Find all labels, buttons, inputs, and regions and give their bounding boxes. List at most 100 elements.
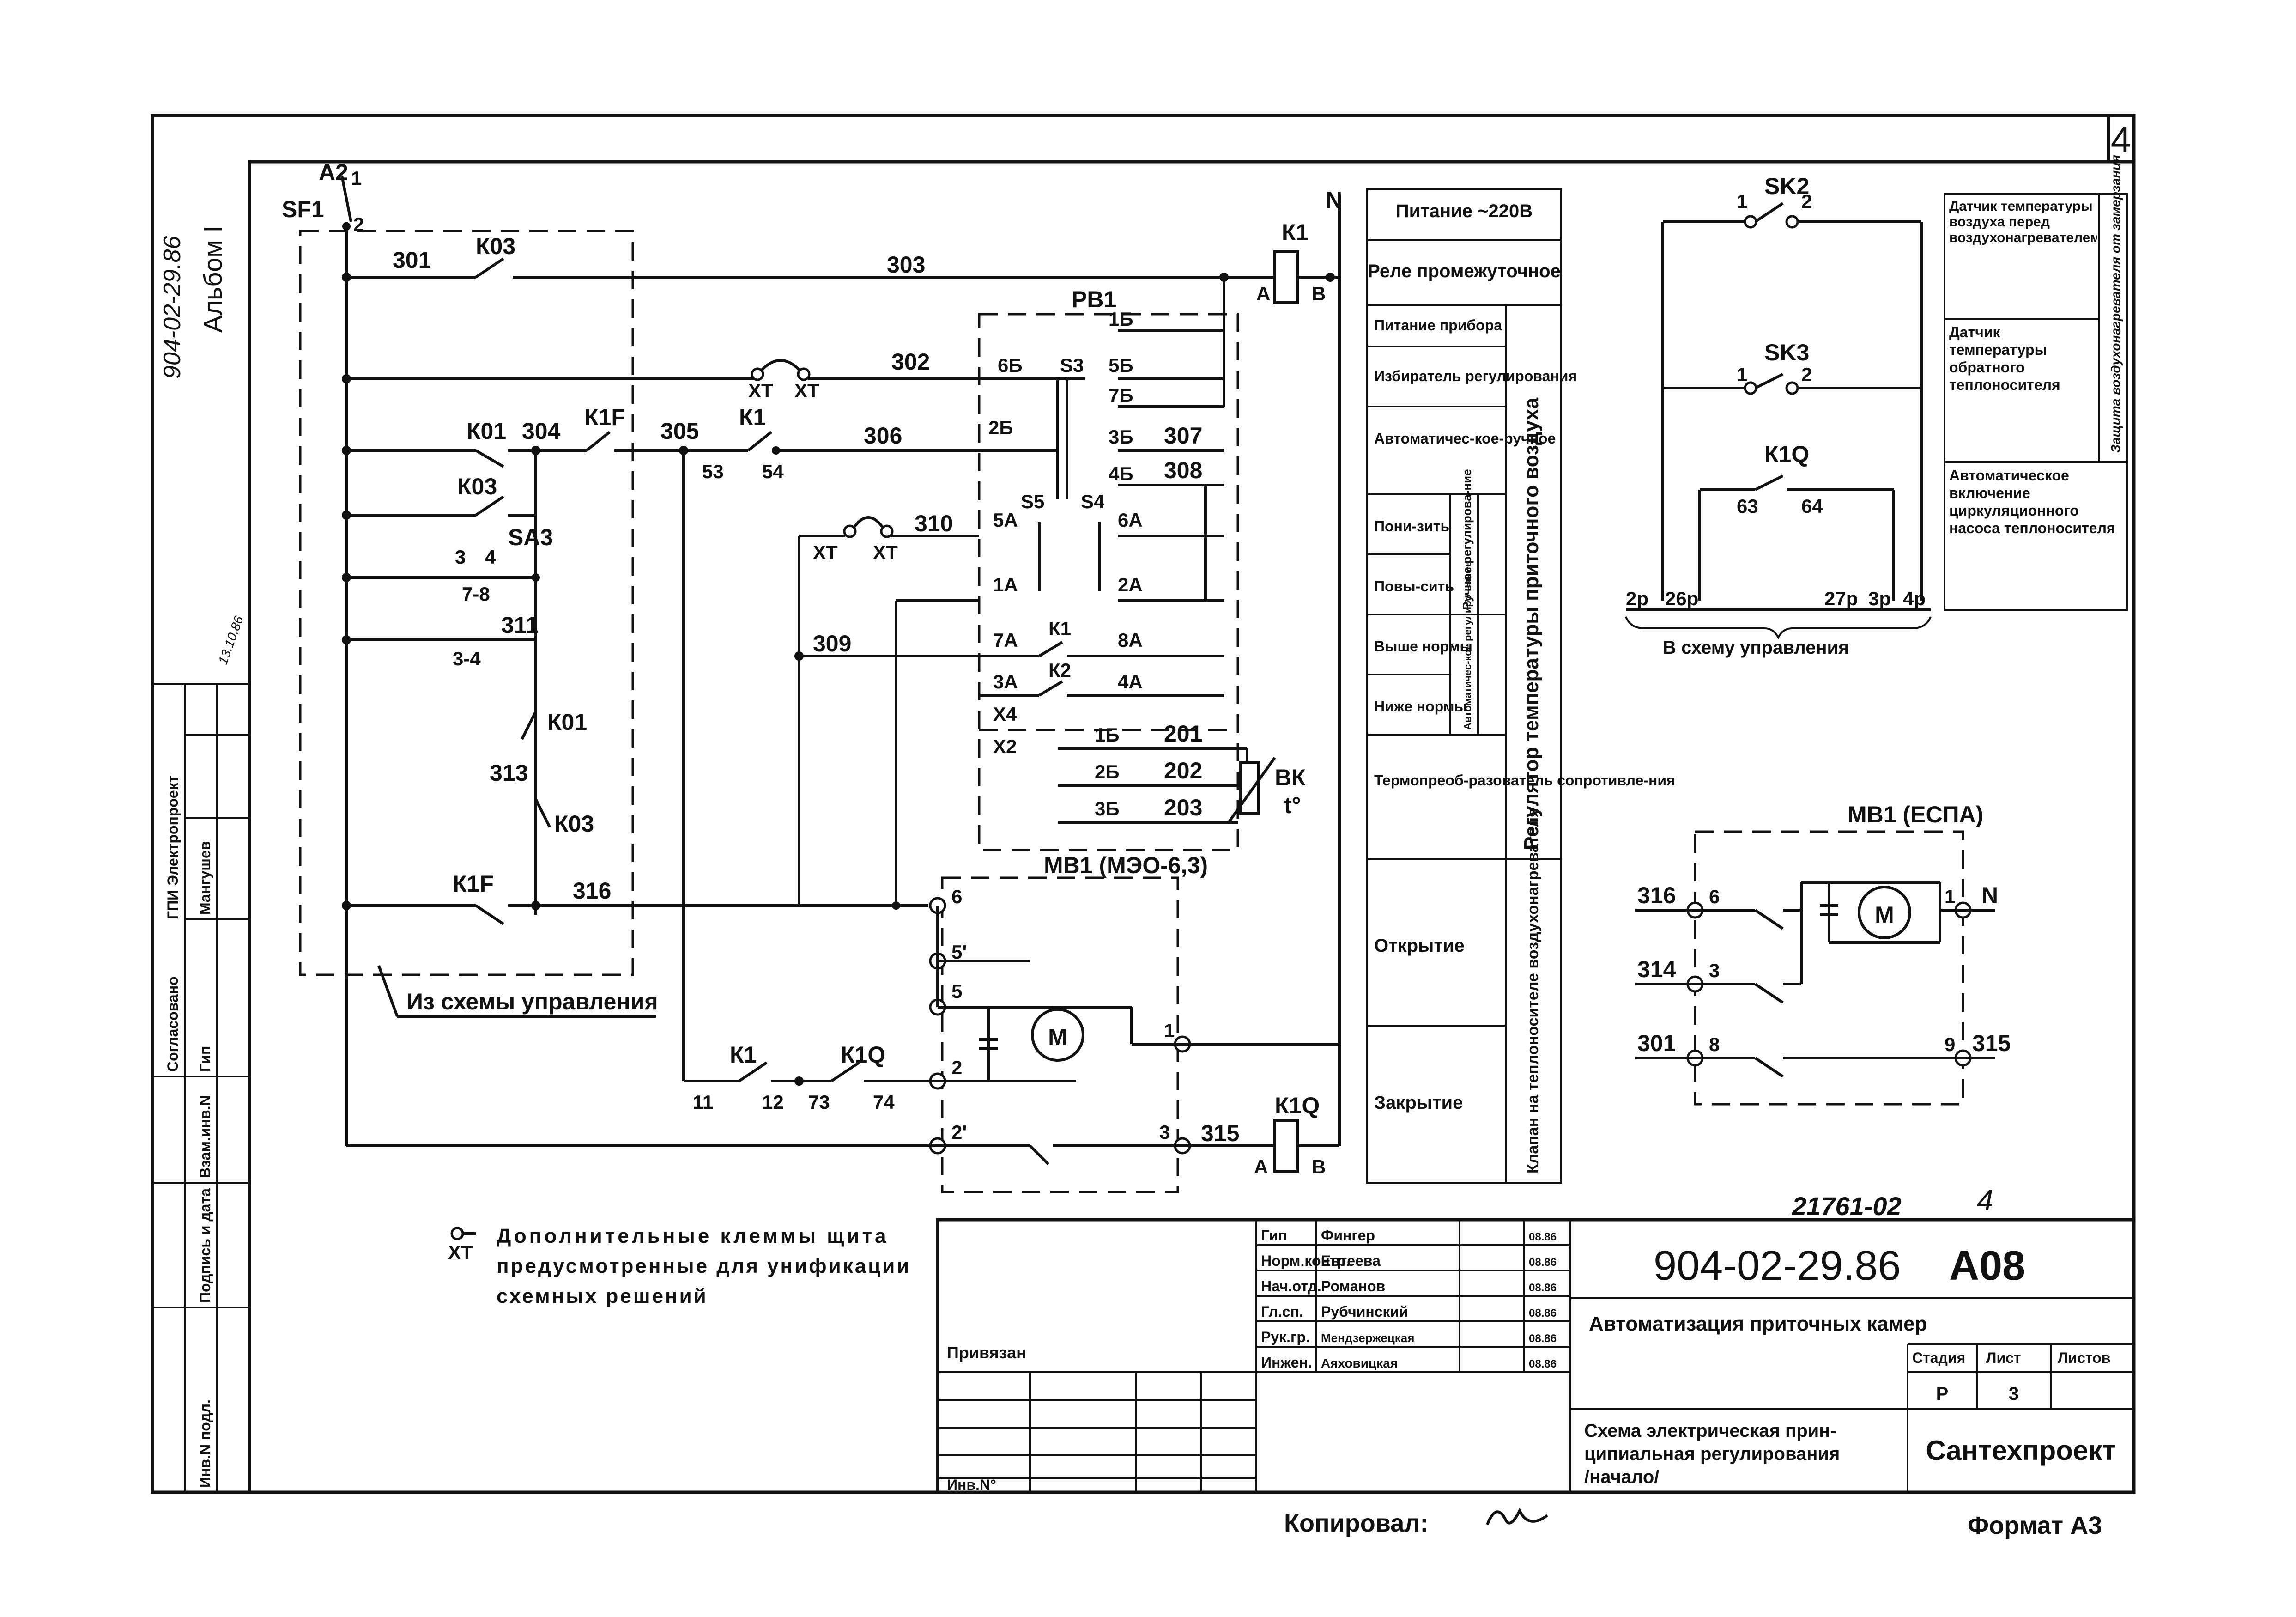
wire-305: 305 xyxy=(660,418,699,444)
legend-group-regulator: Регулятор температуры приточного воздуха xyxy=(1520,397,1543,850)
espa-contact-1: 1 xyxy=(1945,886,1955,907)
bottom-k1: К1 xyxy=(730,1042,757,1068)
pb1-term-2b: 2Б xyxy=(988,417,1013,438)
tb-date-3: 08.86 xyxy=(1529,1307,1557,1319)
legend-row-raise: Повы-сить xyxy=(1374,578,1454,595)
tb-name-1: Евтеева xyxy=(1321,1252,1381,1269)
wire-303: 303 xyxy=(887,252,925,278)
tb-title-2: ципиальная регулирования xyxy=(1584,1444,1840,1464)
sk3-contact-2: 2 xyxy=(1801,364,1812,385)
contact-sa3-34: 3-4 xyxy=(453,648,481,669)
mb1-espa-title: МВ1 (ЕСПА) xyxy=(1848,802,1983,827)
to-control-label: В схему управления xyxy=(1663,638,1849,658)
contact-73: 73 xyxy=(808,1091,830,1113)
k1q-contact-64: 64 xyxy=(1801,495,1823,517)
pb1-term-6b: 6Б xyxy=(998,354,1023,376)
xt-310b: ХТ xyxy=(873,541,898,563)
pb1-term-5a: 5А xyxy=(993,509,1018,531)
device-k03-a: К03 xyxy=(476,233,515,259)
pb1-k2-contact: К2 xyxy=(1048,659,1071,681)
term-27p: 27р xyxy=(1824,588,1858,609)
tb-role-0: Гип xyxy=(1261,1227,1287,1244)
legend-row-open: Открытие xyxy=(1374,936,1465,956)
wire-311: 311 xyxy=(501,612,539,638)
pb1-term-4a: 4А xyxy=(1118,671,1143,693)
title-block: Гип Фингер 08.86 Норм.контр. Евтеева 08.… xyxy=(936,1218,2136,1494)
pb1-term-5b: 5Б xyxy=(1109,354,1133,376)
mb1-contact-5p: 5' xyxy=(951,941,967,963)
wire-313: 313 xyxy=(490,760,528,786)
main-schematic: А2 1 SF1 2 301 К03 303 К1 А В N ХТ xyxy=(282,159,1342,1193)
contact-53: 53 xyxy=(702,461,724,482)
tb-name-3: Рубчинский xyxy=(1321,1303,1408,1320)
copied-by: Копировал: xyxy=(1284,1509,1429,1537)
initials-date: 13.10.86 xyxy=(216,614,247,666)
pb1-k1-contact: К1 xyxy=(1048,618,1071,639)
mb1-contact-5: 5 xyxy=(951,980,962,1002)
mb1-meo-box xyxy=(941,876,1179,1193)
device-s5: S5 xyxy=(1021,491,1044,512)
term-3p: 3р xyxy=(1868,588,1891,609)
device-k01-a: К01 xyxy=(466,418,506,444)
term-26p: 26р xyxy=(1665,588,1698,609)
copier-signature xyxy=(1486,1508,1548,1526)
stamp-cell-replace: Взам.инв.N xyxy=(197,1095,213,1178)
term-2p: 2р xyxy=(1626,588,1648,609)
tb-sheets-h: Листов xyxy=(2058,1350,2110,1366)
tb-date-2: 08.86 xyxy=(1529,1282,1557,1294)
note-symbol: ХТ xyxy=(448,1241,473,1263)
sensor-sk2: SK2 xyxy=(1764,173,1809,199)
contact-sa3-78: 7-8 xyxy=(462,583,490,605)
pb1-box xyxy=(978,313,1239,851)
control-box xyxy=(299,230,634,976)
device-k1f-b: К1F xyxy=(453,871,494,897)
tb-doc-mark: А08 xyxy=(1949,1243,2025,1289)
note-line-2: предусмотренные для унификации xyxy=(497,1255,911,1277)
k1q-contact-63: 63 xyxy=(1737,495,1758,517)
wire-201: 201 xyxy=(1164,721,1202,747)
pb1-term-4b: 4Б xyxy=(1109,463,1133,485)
relay-k1q-a: А xyxy=(1254,1156,1268,1178)
legend-row-lower: Пони-зить xyxy=(1374,518,1449,535)
contact-54: 54 xyxy=(762,461,784,482)
espa-wire-314: 314 xyxy=(1637,956,1676,982)
motor-meo xyxy=(1031,1008,1084,1062)
tb-date-4: 08.86 xyxy=(1529,1332,1557,1345)
tb-name-4: Мендзержецкая xyxy=(1321,1331,1414,1345)
tb-role-2: Нач.отд. xyxy=(1261,1278,1321,1295)
contact-sa3-4: 4 xyxy=(485,546,496,568)
sheet-number-box xyxy=(2107,114,2136,164)
legend-row-below: Ниже нормы xyxy=(1374,698,1467,715)
legend-row-device-power: Питание прибора xyxy=(1374,317,1502,334)
tb-role-1: Норм.контр. xyxy=(1261,1252,1350,1269)
bk-resistor xyxy=(1239,761,1260,815)
espa-wire-316: 316 xyxy=(1637,882,1676,908)
device-s4: S4 xyxy=(1081,491,1105,512)
tb-linked: Привязан xyxy=(947,1343,1026,1362)
espa-contact-3: 3 xyxy=(1709,960,1720,981)
pb1-term-6a: 6А xyxy=(1118,509,1143,531)
relay-k1q-coil xyxy=(1273,1119,1299,1173)
left-stamp: Согласовано ГПИ Электропроект Гип Мангуш… xyxy=(151,683,250,1493)
pb1-term-1a: 1А xyxy=(993,574,1018,596)
wire-304: 304 xyxy=(522,418,561,444)
wire-316: 316 xyxy=(573,878,611,904)
tb-title-1: Схема электрическая прин- xyxy=(1584,1421,1836,1441)
sk3-contact-1: 1 xyxy=(1737,364,1747,385)
legend-row-auto-manual: Автоматичес-кое-ручное xyxy=(1374,430,1556,447)
device-s3: S3 xyxy=(1060,354,1084,376)
desc-side: Защита воздухонагревателя от замерзания xyxy=(2108,155,2123,453)
mb1-contact-2p: 2' xyxy=(951,1121,967,1143)
wire-315: 315 xyxy=(1201,1120,1239,1146)
archive-number: 21761-02 xyxy=(1792,1191,1902,1221)
from-control-label: Из схемы управления xyxy=(406,989,658,1015)
sk2-contact-2: 2 xyxy=(1801,190,1812,212)
feed-1: 1 xyxy=(351,167,362,189)
note-line-1: Дополнительные клеммы щита xyxy=(497,1225,889,1247)
archive-mark: 4 xyxy=(1977,1184,1993,1217)
espa-wire-301: 301 xyxy=(1637,1030,1676,1056)
wire-310: 310 xyxy=(915,511,953,536)
mb1-contact-6: 6 xyxy=(951,886,962,907)
wire-308: 308 xyxy=(1164,457,1202,483)
